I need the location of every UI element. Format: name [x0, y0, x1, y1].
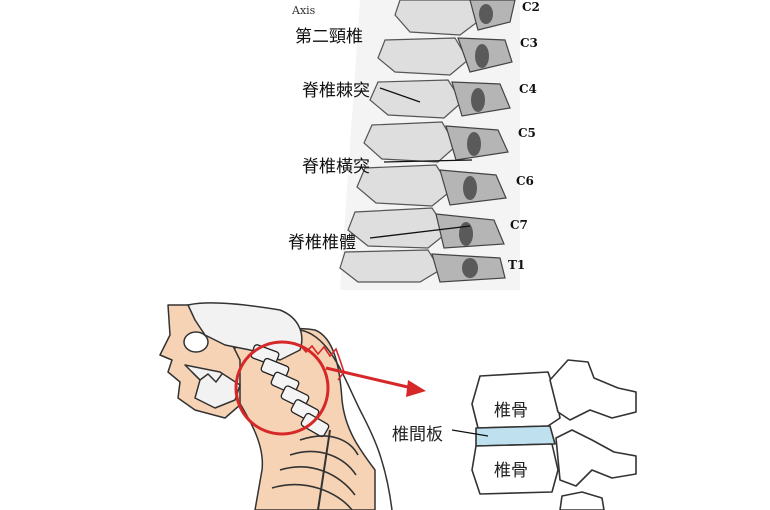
- label-axis-cn: 第二頸椎: [295, 27, 363, 47]
- vertebra-label-c2: C2: [522, 0, 540, 14]
- vertebra-body-c2: [394, 0, 481, 36]
- lower-vertebra: [471, 443, 559, 495]
- label-bone-upper: 椎骨: [494, 401, 528, 421]
- label-transverse-process: 脊椎橫突: [302, 157, 370, 177]
- foramina: [459, 4, 493, 278]
- vertebral-bodies: [339, 0, 481, 283]
- label-disc: 椎間板: [392, 425, 443, 445]
- shoulder-outline: [299, 329, 393, 510]
- teeth: [191, 371, 223, 383]
- lower-process: [555, 429, 637, 487]
- vertebra-body-c4: [369, 79, 463, 119]
- label-spinous-process: 脊椎棘突: [302, 81, 370, 101]
- ribcage: [271, 429, 359, 510]
- label-axis: Axis: [292, 4, 316, 17]
- highlight-circle: [234, 340, 330, 436]
- person-figure: [159, 302, 393, 510]
- leader-lines: [369, 87, 473, 239]
- vertebra-body-c3: [377, 37, 469, 76]
- lowest-fragment: [559, 491, 605, 510]
- eye-socket: [183, 331, 209, 353]
- pointer-arrow: [325, 366, 426, 397]
- vertebra-label-c7: C7: [510, 218, 528, 232]
- disc-detail: [451, 359, 637, 510]
- vertebra-label-c4: C4: [519, 82, 537, 96]
- vertebra-label-c5: C5: [518, 126, 536, 140]
- vertebra-body-c5: [363, 121, 457, 163]
- upper-process: [549, 359, 637, 421]
- vertebra-label-c3: C3: [520, 36, 538, 50]
- vertebra-label-c6: C6: [516, 174, 534, 188]
- upper-vertebra: [471, 371, 561, 429]
- intervertebral-disc: [475, 425, 556, 447]
- label-bone-lower: 椎骨: [494, 461, 528, 481]
- vertebra-body-c7: [347, 207, 449, 249]
- vertebra-body-c6: [356, 164, 453, 207]
- vertebra-label-t1: T1: [508, 258, 526, 272]
- jaw: [184, 364, 241, 409]
- vertebra-body-t1: [339, 249, 441, 283]
- label-vertebral-body: 脊椎椎體: [288, 233, 356, 253]
